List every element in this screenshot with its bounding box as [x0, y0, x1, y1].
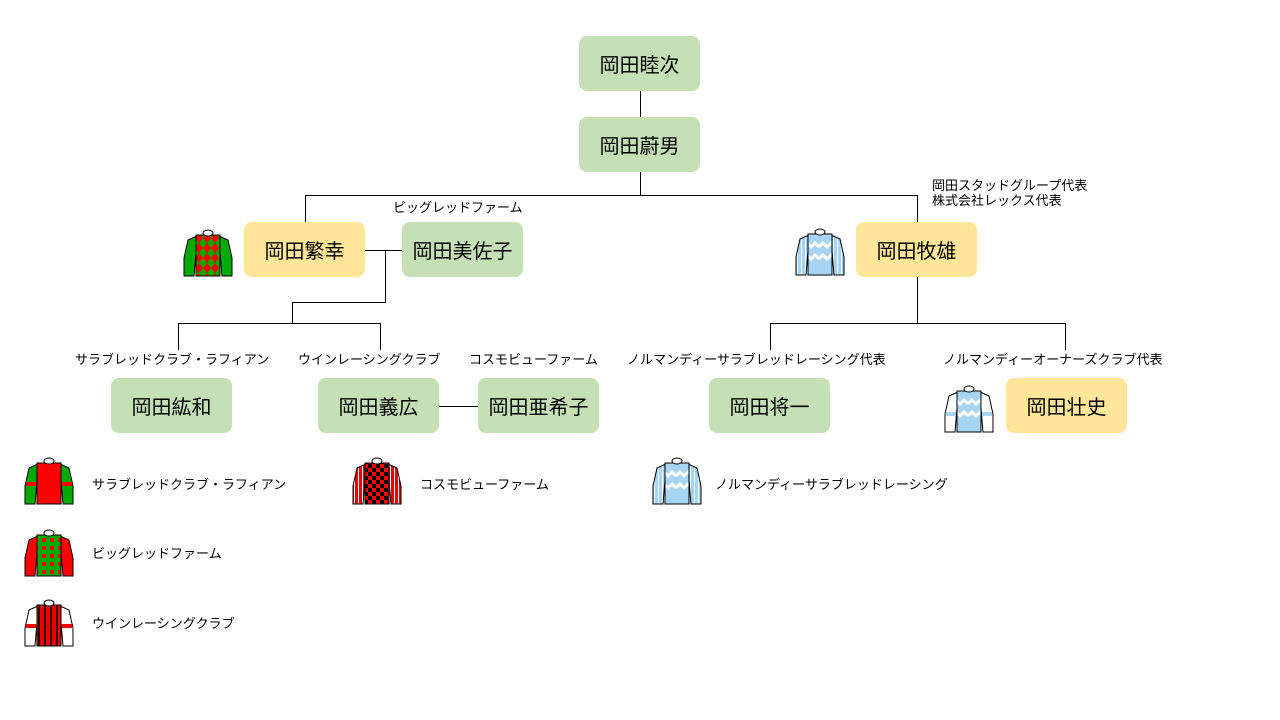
- person-takeshi: 岡田壮史: [1006, 378, 1127, 433]
- person-akiko: 岡田亜希子: [478, 378, 599, 433]
- person-misako: 岡田美佐子: [402, 222, 523, 277]
- person-shoichi: 岡田将一: [709, 378, 830, 433]
- legend-label: サラブレッドクラブ・ラフィアン: [92, 478, 287, 493]
- connector: [770, 323, 771, 350]
- connector: [178, 323, 381, 324]
- connector: [640, 91, 641, 117]
- role-hirokazu: サラブレッドクラブ・ラフィアン: [75, 353, 270, 368]
- role-makio-1: 岡田スタッドグループ代表: [932, 179, 1088, 194]
- role-misako: ビッグレッドファーム: [393, 201, 523, 216]
- person-shigeyuki: 岡田繁幸: [244, 222, 365, 277]
- connector: [292, 302, 293, 323]
- marriage-line: [365, 250, 402, 251]
- person-hirokazu: 岡田紘和: [111, 378, 232, 433]
- legend-label: コスモビューファーム: [420, 478, 549, 493]
- person-shigeo: 岡田蔚男: [579, 117, 700, 172]
- role-takeshi: ノルマンディーオーナーズクラブ代表: [943, 353, 1163, 368]
- legend-label: ノルマンディーサラブレッドレーシング: [715, 478, 948, 493]
- person-yoshihiro: 岡田義広: [318, 378, 439, 433]
- legend-silks-icon-normandy: [652, 457, 702, 505]
- role-makio-2: 株式会社レックス代表: [932, 194, 1062, 209]
- silks-icon-normandy: [795, 228, 845, 276]
- connector: [178, 323, 179, 350]
- role-yoshihiro: ウインレーシングクラブ: [298, 353, 441, 368]
- connector: [385, 250, 386, 302]
- connector: [770, 323, 1066, 324]
- person-mutsuji: 岡田睦次: [579, 36, 700, 91]
- connector: [305, 195, 918, 196]
- role-akiko: コスモビューファーム: [469, 353, 598, 368]
- legend-label: ウインレーシングクラブ: [92, 617, 235, 632]
- marriage-line: [439, 406, 478, 407]
- legend-silks-icon-bigred: [24, 529, 74, 577]
- silks-icon-normandy-owners: [944, 385, 994, 433]
- legend-silks-icon-win: [24, 599, 74, 647]
- role-shoichi: ノルマンディーサラブレッドレーシング代表: [627, 353, 886, 368]
- connector: [1065, 323, 1066, 350]
- silks-icon-diamond: [183, 229, 233, 277]
- legend-silks-icon-raffian: [24, 457, 74, 505]
- connector: [640, 172, 641, 195]
- legend-label: ビッグレッドファーム: [92, 547, 222, 562]
- connector: [305, 195, 306, 222]
- connector: [917, 277, 918, 323]
- legend-silks-icon-cosmo: [352, 457, 402, 505]
- connector: [917, 195, 918, 222]
- person-makio: 岡田牧雄: [856, 222, 977, 277]
- connector: [292, 302, 386, 303]
- connector: [380, 323, 381, 350]
